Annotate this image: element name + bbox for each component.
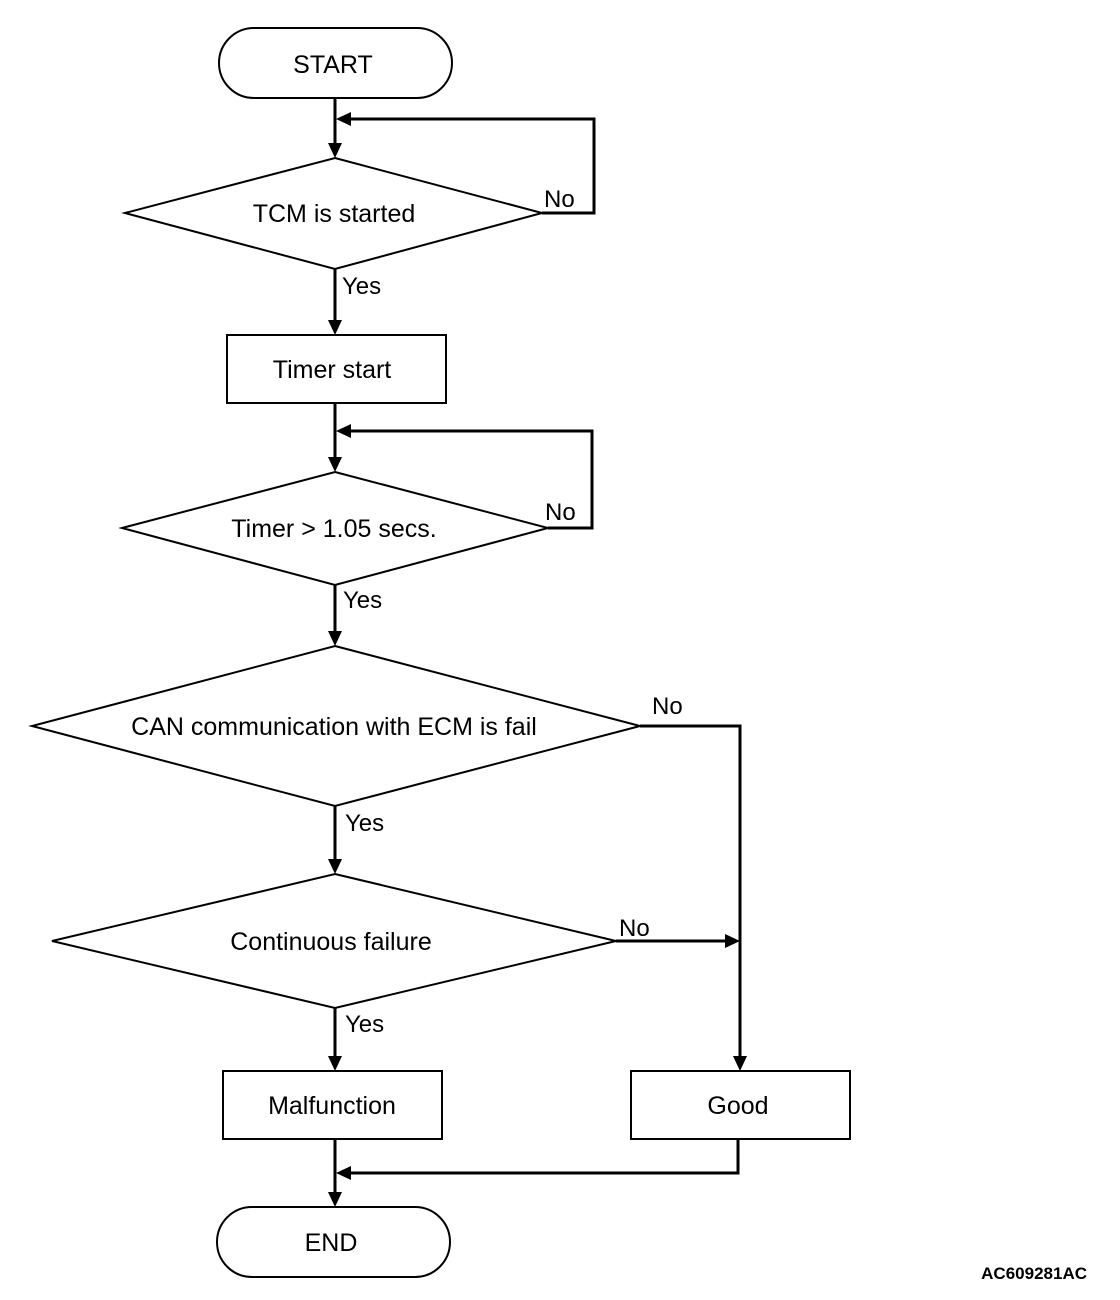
tcm-yes-label: Yes [342, 273, 381, 300]
arrowheads [328, 112, 747, 1207]
arrowhead-down [328, 143, 342, 158]
tcm-started-label: TCM is started [253, 200, 416, 228]
arrowhead-down [328, 320, 342, 335]
timer-start-label: Timer start [273, 356, 392, 384]
arrowhead-left [336, 1166, 351, 1180]
decision-shape [121, 156, 546, 271]
arrowhead-down [328, 457, 342, 472]
branch-labels: No Yes No Yes No Yes No Yes [342, 186, 683, 1038]
node-timer-start: Timer start [226, 334, 447, 404]
figure-code: AC609281AC [981, 1264, 1087, 1283]
edge-tcm-no-loop [349, 117, 596, 215]
process-shape [226, 334, 447, 404]
node-timer-check: Timer > 1.05 secs. [118, 470, 552, 587]
node-tcm-started: TCM is started [121, 156, 546, 271]
good-label: Good [707, 1092, 768, 1120]
timer-yes-label: Yes [343, 587, 382, 614]
decision-shape [28, 644, 644, 808]
continuous-failure-label: Continuous failure [230, 928, 432, 956]
end-label: END [305, 1229, 358, 1257]
edge-timer-no-loop [349, 429, 594, 530]
process-shape [222, 1070, 443, 1140]
decision-shape [51, 872, 617, 1010]
edge-can-no [640, 724, 742, 1058]
node-continuous-failure: Continuous failure [51, 872, 617, 1010]
arrowhead-left [336, 424, 351, 438]
timer-check-label: Timer > 1.05 secs. [231, 515, 436, 543]
node-good: Good [630, 1070, 851, 1140]
arrowhead-down [328, 859, 342, 874]
arrowhead-down [328, 1056, 342, 1071]
decision-shape [118, 470, 552, 587]
arrowhead-down [733, 1056, 747, 1071]
malfunction-label: Malfunction [268, 1092, 396, 1120]
node-malfunction: Malfunction [222, 1070, 443, 1140]
arrowhead-down [328, 1192, 342, 1207]
arrowhead-left [336, 112, 351, 126]
tcm-no-label: No [544, 186, 575, 213]
terminal-shape [218, 27, 453, 99]
node-start: START [218, 27, 453, 99]
arrowhead-right [725, 934, 740, 948]
process-shape [630, 1070, 851, 1140]
start-label: START [293, 51, 373, 79]
terminal-shape [216, 1206, 451, 1278]
can-yes-label: Yes [345, 810, 384, 837]
connectors [333, 98, 742, 1195]
can-no-label: No [652, 693, 683, 720]
edge-good-to-end [349, 1139, 740, 1175]
continuous-no-label: No [619, 915, 650, 942]
node-end: END [216, 1206, 451, 1278]
node-can-fail: CAN communication with ECM is fail [28, 644, 644, 808]
timer-no-label: No [545, 499, 576, 526]
arrowhead-down [328, 631, 342, 646]
continuous-yes-label: Yes [345, 1011, 384, 1038]
can-fail-label: CAN communication with ECM is fail [131, 713, 537, 741]
